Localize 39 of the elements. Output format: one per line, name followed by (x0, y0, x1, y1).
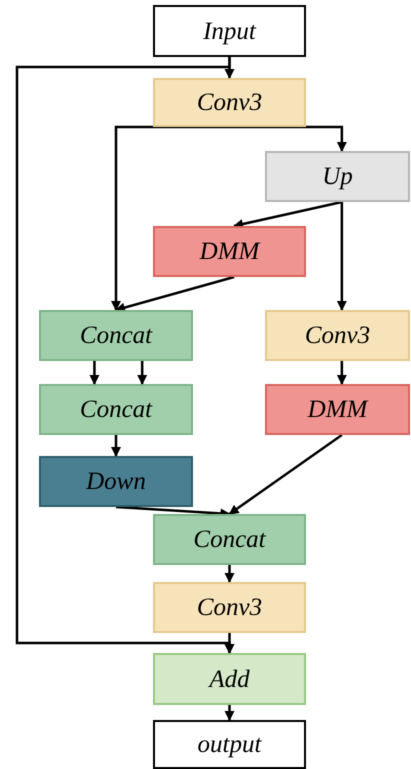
conv-box (265, 310, 410, 361)
box-label: Down (86, 469, 146, 494)
box-label: Up (322, 164, 353, 189)
dmm-box (153, 226, 306, 277)
arrow (111, 435, 121, 457)
conv-box (153, 78, 306, 127)
box-label: Concat (80, 397, 152, 422)
down-box (39, 456, 193, 507)
box-label: DMM (308, 397, 368, 422)
arrow (111, 126, 230, 311)
dmm-box (265, 384, 410, 435)
arrow (336, 361, 347, 385)
arrow (230, 126, 347, 152)
output-box (153, 720, 306, 769)
add-box (153, 653, 306, 705)
box-label: DMM (200, 239, 260, 264)
box-label: Conv3 (304, 323, 370, 348)
arrow (228, 434, 343, 516)
box-label: Concat (193, 527, 266, 552)
up-box (265, 151, 410, 202)
concat-box (39, 384, 193, 435)
box-label: Conv3 (196, 90, 262, 115)
concat-box (153, 514, 306, 565)
arrow (224, 565, 234, 583)
box-label: output (198, 732, 262, 757)
arrow (16, 56, 234, 654)
arrow (336, 202, 347, 311)
arrow (89, 361, 100, 385)
arrow (224, 705, 234, 721)
concat-box (39, 310, 193, 361)
box-label: Input (203, 18, 256, 44)
input-box (153, 5, 306, 57)
box-label: Conv3 (196, 595, 262, 620)
arrow (137, 361, 148, 385)
conv-box (153, 582, 306, 633)
box-label: Concat (80, 323, 152, 348)
box-label: Add (209, 666, 250, 692)
arrow (115, 276, 234, 312)
arrow (233, 200, 342, 229)
